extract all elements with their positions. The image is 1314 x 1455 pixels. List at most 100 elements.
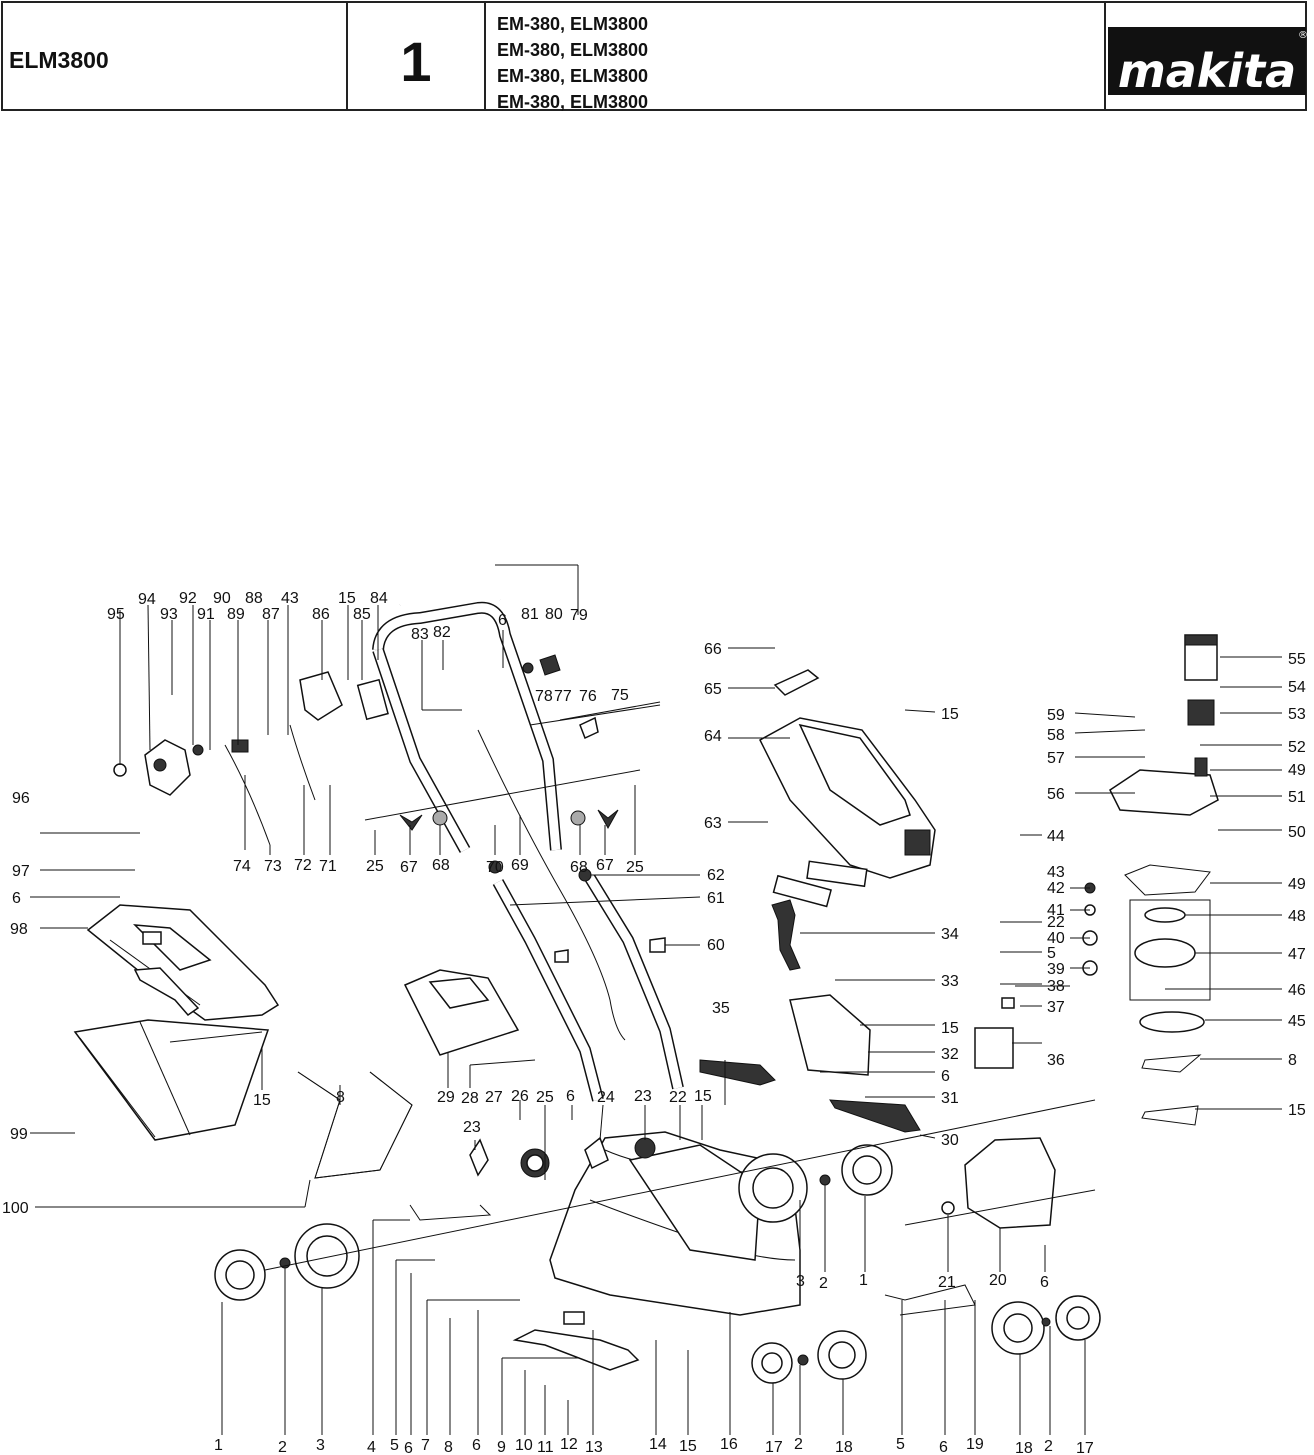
- upper-handle: [372, 570, 562, 853]
- page-number-cell: 1: [348, 3, 486, 109]
- part-label: 60: [707, 937, 725, 954]
- part-label: 2: [819, 1275, 828, 1292]
- registered-mark: ®: [1298, 30, 1308, 41]
- part-label: 82: [433, 624, 451, 641]
- part-label: 68: [570, 859, 588, 876]
- part-label: 99: [10, 1126, 28, 1143]
- part-label: 39: [1047, 961, 1065, 978]
- part-label: 53: [1288, 706, 1306, 723]
- part-label: 8: [444, 1439, 453, 1455]
- part-label: 72: [294, 857, 312, 874]
- part-label: 83: [411, 626, 429, 643]
- part-label: 26: [511, 1088, 529, 1105]
- part-label: 23: [634, 1088, 652, 1105]
- part-label: 87: [262, 606, 280, 623]
- part-label: 6: [472, 1437, 481, 1454]
- part-label: 15: [1288, 1102, 1306, 1119]
- model-line: EM-380, ELM3800: [497, 92, 649, 112]
- pulley-fan: [469, 1136, 656, 1178]
- chute-parts: [699, 994, 921, 1133]
- part-label: 58: [1047, 727, 1065, 744]
- part-label: 47: [1288, 946, 1306, 963]
- part-label: 91: [197, 606, 215, 623]
- model-cell: ELM3800: [3, 3, 348, 109]
- part-label: 12: [560, 1436, 578, 1453]
- models-cell: EM-380, ELM3800 EM-380, ELM3800 EM-380, …: [486, 3, 1106, 112]
- part-label: 3: [316, 1437, 325, 1454]
- part-label: 27: [485, 1089, 503, 1106]
- part-label: 71: [319, 858, 337, 875]
- part-label: 90: [213, 590, 231, 607]
- part-label: 62: [707, 867, 725, 884]
- part-label: 75: [611, 687, 629, 704]
- part-label: 15: [941, 1020, 959, 1037]
- part-label: 15: [694, 1088, 712, 1105]
- part-label: 17: [1076, 1440, 1094, 1455]
- part-label: 15: [679, 1438, 697, 1455]
- part-label: 64: [704, 728, 722, 745]
- part-label: 100: [2, 1200, 29, 1217]
- part-label: 88: [245, 590, 263, 607]
- part-label: 98: [10, 921, 28, 938]
- switch-box: [113, 671, 389, 796]
- part-label: 78: [535, 688, 553, 705]
- part-label: 55: [1288, 651, 1306, 668]
- motor-cover: [759, 669, 936, 908]
- part-label: 8: [336, 1089, 345, 1106]
- part-label: 38: [1047, 978, 1065, 995]
- part-label: 46: [1288, 982, 1306, 999]
- part-label: 24: [597, 1089, 615, 1106]
- part-label: 57: [1047, 750, 1065, 767]
- part-label: 77: [554, 688, 572, 705]
- part-label: 17: [765, 1439, 783, 1455]
- part-label: 43: [281, 590, 299, 607]
- part-label: 19: [966, 1436, 984, 1453]
- part-label: 18: [835, 1439, 853, 1455]
- mower-deck: [549, 1131, 801, 1316]
- part-label: 86: [312, 606, 330, 623]
- part-label: 79: [570, 607, 588, 624]
- part-label: 5: [1047, 945, 1056, 962]
- part-label: 18: [1015, 1440, 1033, 1455]
- part-labels: 1 2 3 4 5 6 7 8 6 9 10 11 12 13 14 15 16…: [2, 590, 1306, 1455]
- wheels: [214, 1144, 1101, 1384]
- axles: [409, 1204, 976, 1316]
- motor-stack: [974, 634, 1219, 1126]
- cable: [224, 724, 626, 1041]
- part-label: 43: [1047, 864, 1065, 881]
- part-label: 66: [704, 641, 722, 658]
- makita-logo: makita ®: [1108, 27, 1308, 98]
- part-label: 44: [1047, 828, 1065, 845]
- part-label: 67: [596, 857, 614, 874]
- part-label: 7: [421, 1437, 430, 1454]
- part-label: 81: [521, 606, 539, 623]
- part-label: 21: [938, 1274, 956, 1291]
- part-label: 6: [566, 1088, 575, 1105]
- part-label: 6: [498, 612, 507, 629]
- logo-cell: makita ®: [1106, 3, 1308, 109]
- lower-handle: [492, 874, 684, 1102]
- part-label: 85: [353, 606, 371, 623]
- part-label: 48: [1288, 908, 1306, 925]
- part-label: 28: [461, 1090, 479, 1107]
- part-label: 40: [1047, 930, 1065, 947]
- part-label: 25: [536, 1089, 554, 1106]
- part-label: 76: [579, 688, 597, 705]
- leader-lines: [30, 564, 1282, 1435]
- part-label: 31: [941, 1090, 959, 1107]
- part-label: 59: [1047, 707, 1065, 724]
- part-label: 84: [370, 590, 388, 607]
- part-label: 14: [649, 1436, 667, 1453]
- model-name: ELM3800: [9, 47, 109, 73]
- grass-box-frame: [297, 1071, 413, 1179]
- part-label: 73: [264, 858, 282, 875]
- part-label: 50: [1288, 824, 1306, 841]
- part-label: 74: [233, 858, 251, 875]
- part-label: 25: [626, 859, 644, 876]
- part-label: 8: [1288, 1052, 1297, 1069]
- blade: [512, 1311, 640, 1371]
- part-label: 52: [1288, 739, 1306, 756]
- part-label: 65: [704, 681, 722, 698]
- part-label: 92: [179, 590, 197, 607]
- part-label: 49: [1288, 876, 1306, 893]
